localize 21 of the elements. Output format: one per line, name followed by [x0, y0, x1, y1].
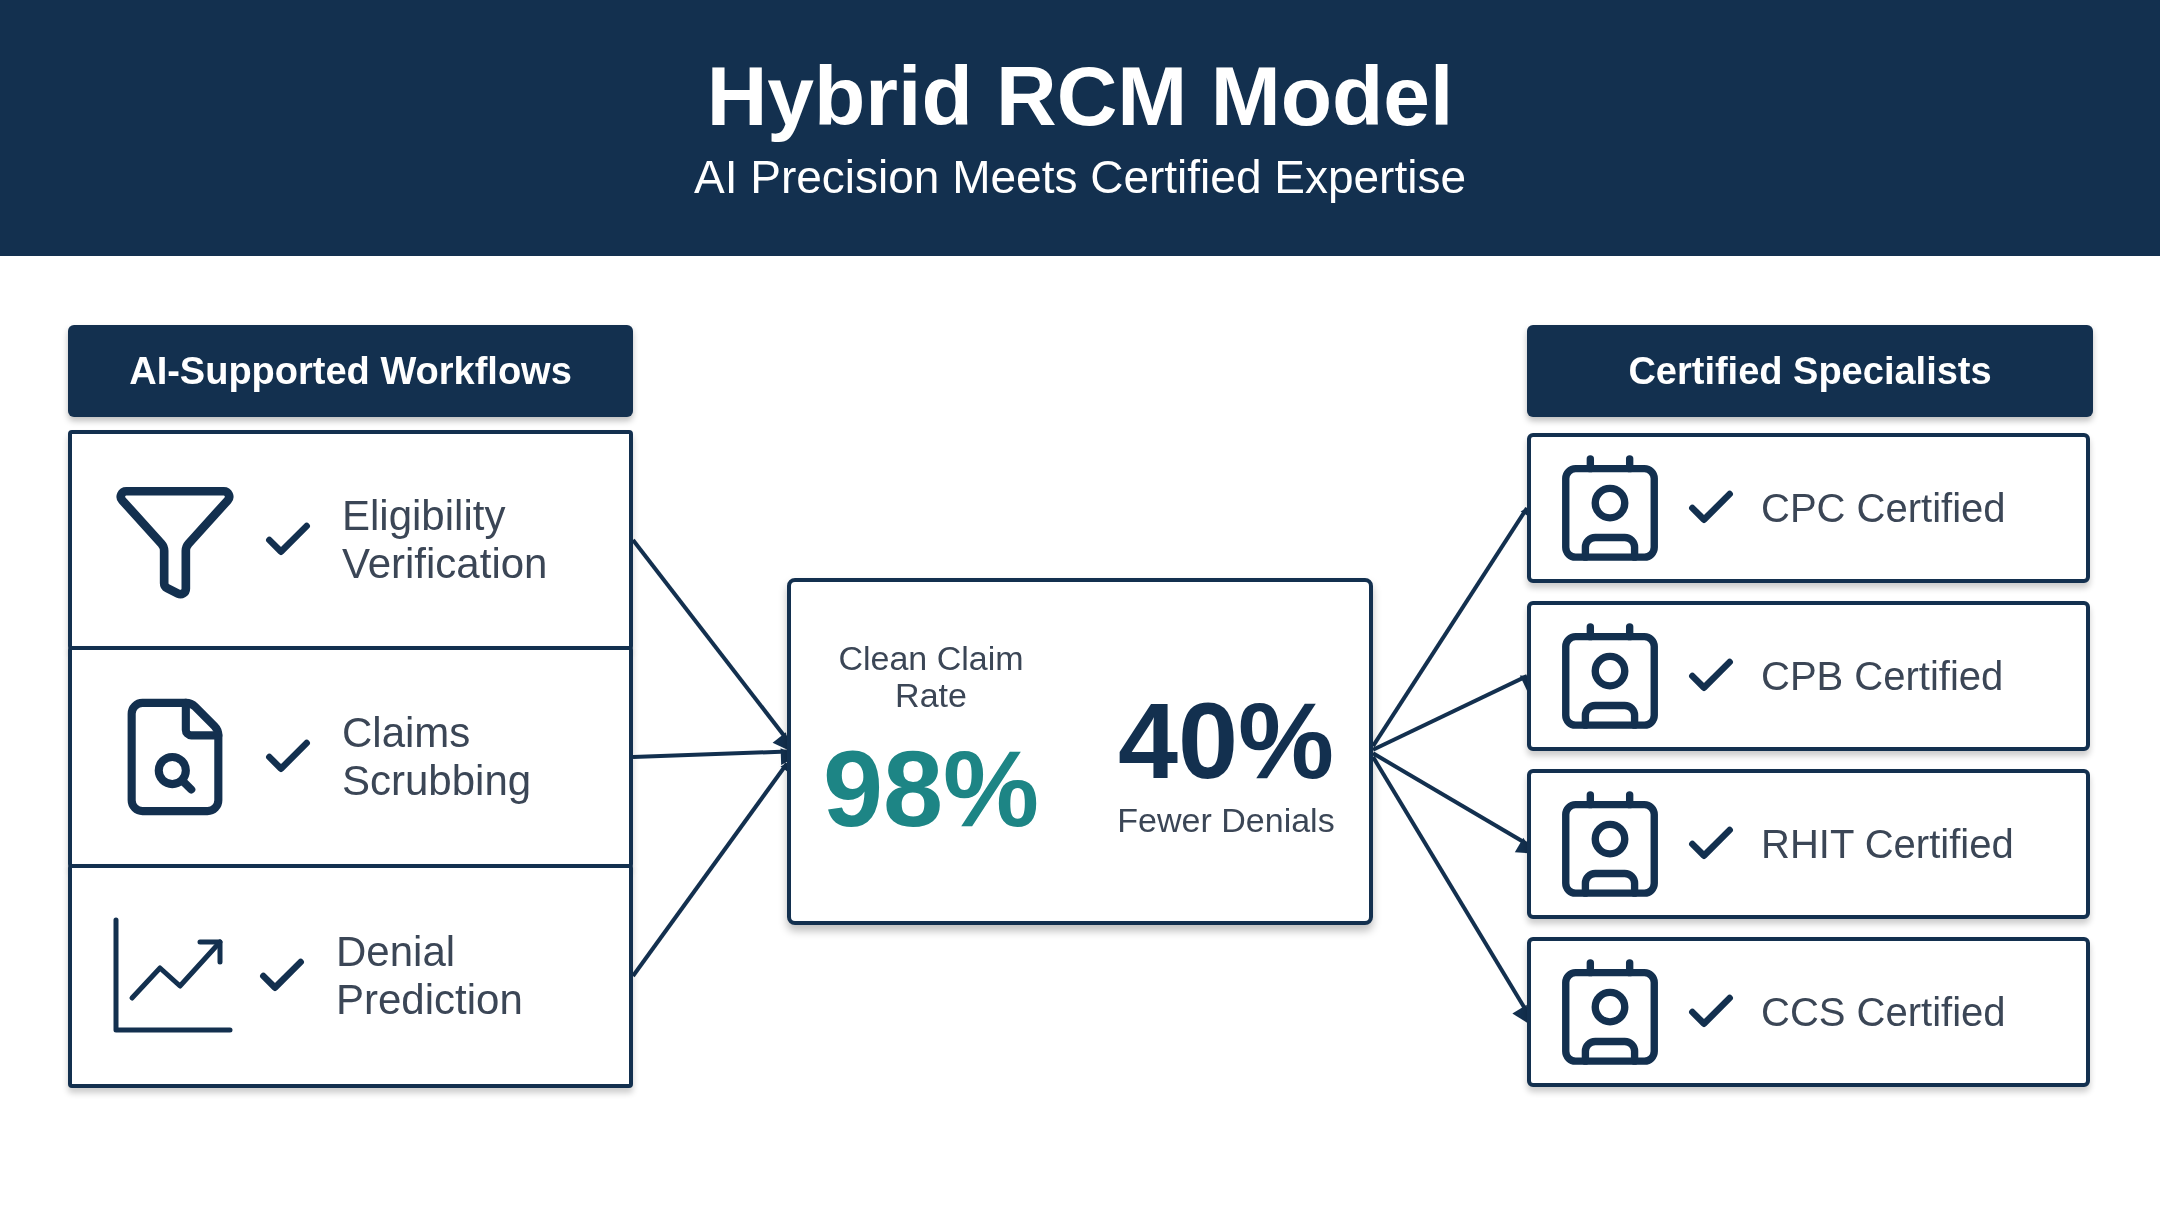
subtitle: AI Precision Meets Certified Expertise: [693, 151, 1467, 203]
metric-value: 40%: [1116, 682, 1336, 801]
section-header: AI-Supported Workflows: [68, 325, 633, 417]
specialist-card: [1527, 937, 2090, 1087]
metric-value: 98%: [821, 730, 1041, 849]
card-label: Denial Prediction: [336, 927, 524, 1025]
specialist-card: [1527, 433, 2090, 583]
card-label: RHIT Certified: [1761, 821, 2014, 867]
arrow: [1371, 755, 1529, 1024]
specialist-card: [1527, 769, 2090, 919]
metrics-box: [787, 578, 1373, 925]
card-label: CPC Certified: [1761, 485, 2006, 531]
metric-label: Fewer Denials: [1116, 802, 1336, 840]
card-label: CCS Certified: [1761, 989, 2006, 1035]
card-label: CPB Certified: [1761, 653, 2004, 699]
card-label: Eligibility Verification: [342, 491, 549, 589]
card-label: Claims Scrubbing: [342, 708, 533, 806]
section-header: Certified Specialists: [1527, 325, 2093, 417]
workflow-card: [68, 864, 633, 1088]
specialist-card: [1527, 601, 2090, 751]
metric-label: Clean Claim Rate: [837, 640, 1025, 715]
